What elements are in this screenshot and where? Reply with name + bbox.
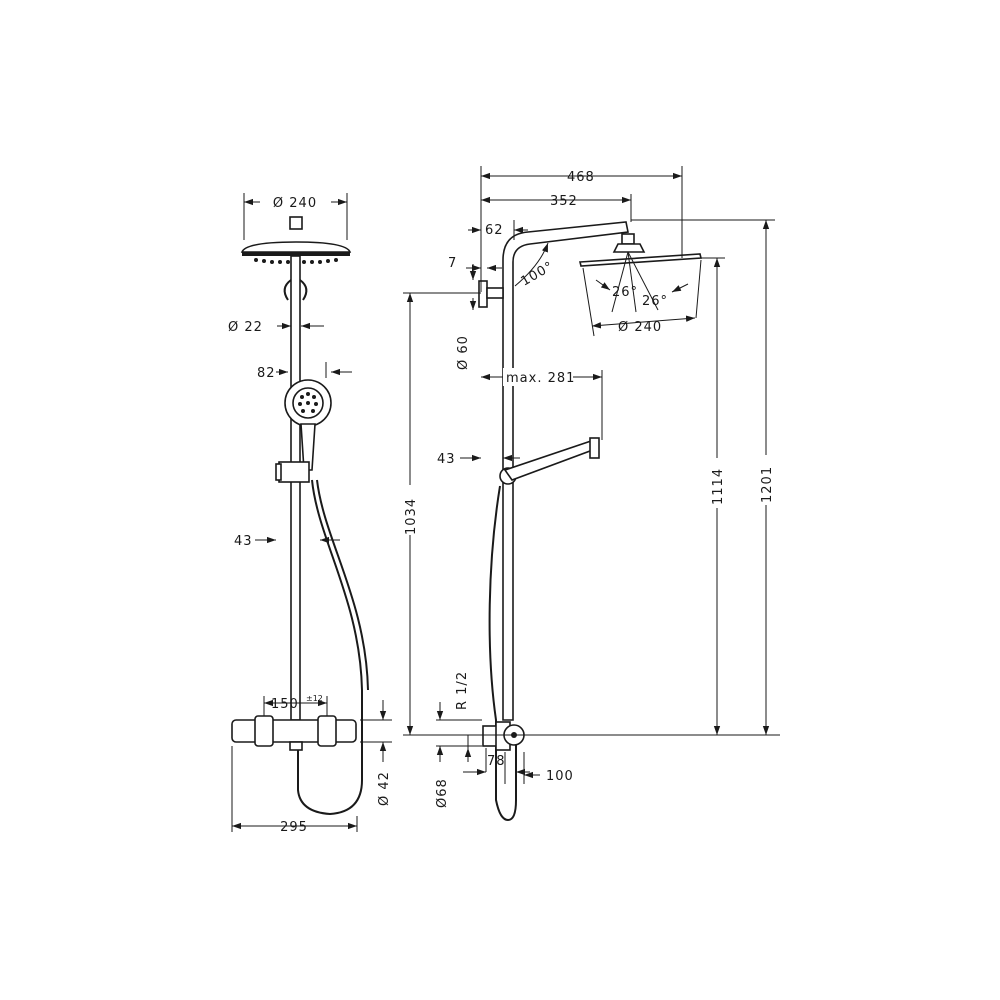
front-head-diameter-label: Ø 240: [273, 196, 317, 211]
front-center-spacing-label: 150: [271, 697, 299, 712]
side-small-offset-label: 7: [448, 256, 457, 271]
front-mixer-width-label: 295: [280, 820, 308, 835]
side-head-height-label: 1114: [711, 468, 726, 505]
front-shower-head: [240, 216, 352, 264]
side-flange-diameter-label: Ø68: [435, 778, 450, 808]
side-thread-label: R 1/2: [455, 671, 470, 710]
side-hose-reach-label: max. 281: [506, 371, 575, 386]
side-spray-angle-right: 26°: [642, 294, 668, 309]
front-connector-diameter-label: Ø 42: [377, 771, 392, 806]
side-shower-head: [578, 233, 703, 267]
front-thermostat-mixer: [231, 715, 357, 751]
side-total-projection-label: 468: [567, 170, 595, 185]
side-hand-shower: [499, 437, 600, 485]
spray-nozzle-row: [254, 258, 338, 264]
side-connector-depth-label: 78: [487, 754, 506, 769]
side-arm-angle-label: 100°: [519, 259, 557, 290]
side-shower-arm: [502, 221, 629, 721]
front-view: Ø 240 Ø 22 82 43 150 ±12 295 Ø 42: [228, 193, 392, 835]
side-mixer-depth-label: 100: [546, 769, 574, 784]
side-thermostat-mixer: [482, 721, 525, 751]
side-bracket-height-label: 1034: [404, 498, 419, 535]
side-arm-offset-label: 62: [485, 223, 504, 238]
front-rail: [290, 255, 301, 721]
side-total-height-label: 1201: [760, 466, 775, 503]
front-pipe-diameter-label: Ø 22: [228, 320, 263, 335]
front-holder-offset-label: 43: [234, 534, 253, 549]
front-center-spacing-tolerance: ±12: [306, 694, 323, 703]
front-wall-bracket: [283, 279, 308, 301]
front-slider-holder: [278, 461, 310, 483]
side-view: 468 352 62 7 100° 26° 26° Ø 240 Ø 60 max…: [402, 166, 780, 822]
front-hand-shower: [284, 379, 332, 471]
side-hose: [488, 485, 517, 822]
side-head-diameter-label: Ø 240: [618, 320, 662, 335]
side-spray-angle-left: 26°: [612, 285, 638, 300]
front-hand-shower-width-label: 82: [257, 366, 276, 381]
side-holder-offset-label: 43: [437, 452, 456, 467]
front-hose: [297, 479, 363, 816]
side-bracket-diameter-label: Ø 60: [456, 335, 471, 370]
side-wall-bracket: [478, 280, 504, 308]
side-arm-projection-label: 352: [550, 194, 578, 209]
